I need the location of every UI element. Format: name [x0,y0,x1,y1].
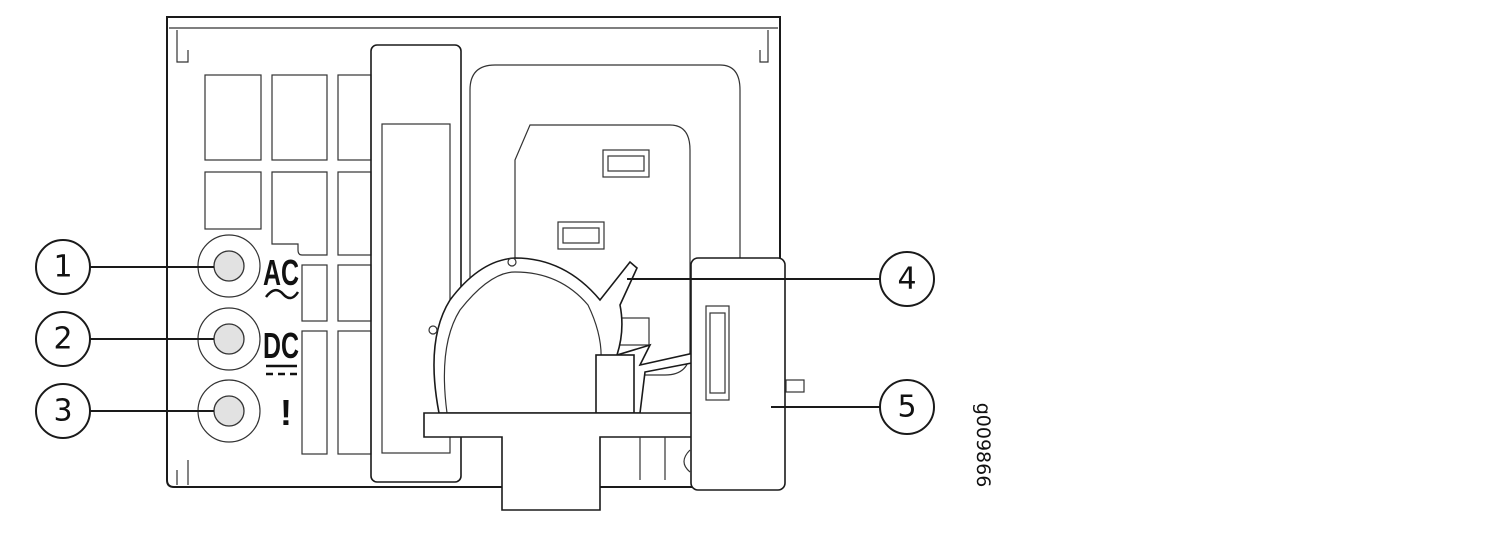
dc-symbol-icon [266,364,297,376]
svg-text:2: 2 [53,322,72,357]
fault-label: ! [280,392,292,433]
figure-id: g009866 [972,403,994,488]
svg-text:4: 4 [897,262,916,297]
callout-3: 3 [35,383,214,439]
cord-retainer-clip [423,257,735,511]
svg-text:5: 5 [897,390,916,425]
receptacle-slot [602,149,650,178]
latch [639,257,805,491]
ac-label: AC [263,252,299,293]
dc-label: DC [263,325,299,366]
callout-5: 5 [771,379,935,435]
svg-text:1: 1 [53,250,72,285]
receptacle-slot [557,221,605,250]
ac-symbol-icon [265,288,300,300]
svg-text:3: 3 [53,394,72,429]
handle-bar [370,44,462,483]
callout-1: 1 [35,239,214,295]
callout-4: 4 [627,251,935,307]
callout-2: 2 [35,311,214,367]
